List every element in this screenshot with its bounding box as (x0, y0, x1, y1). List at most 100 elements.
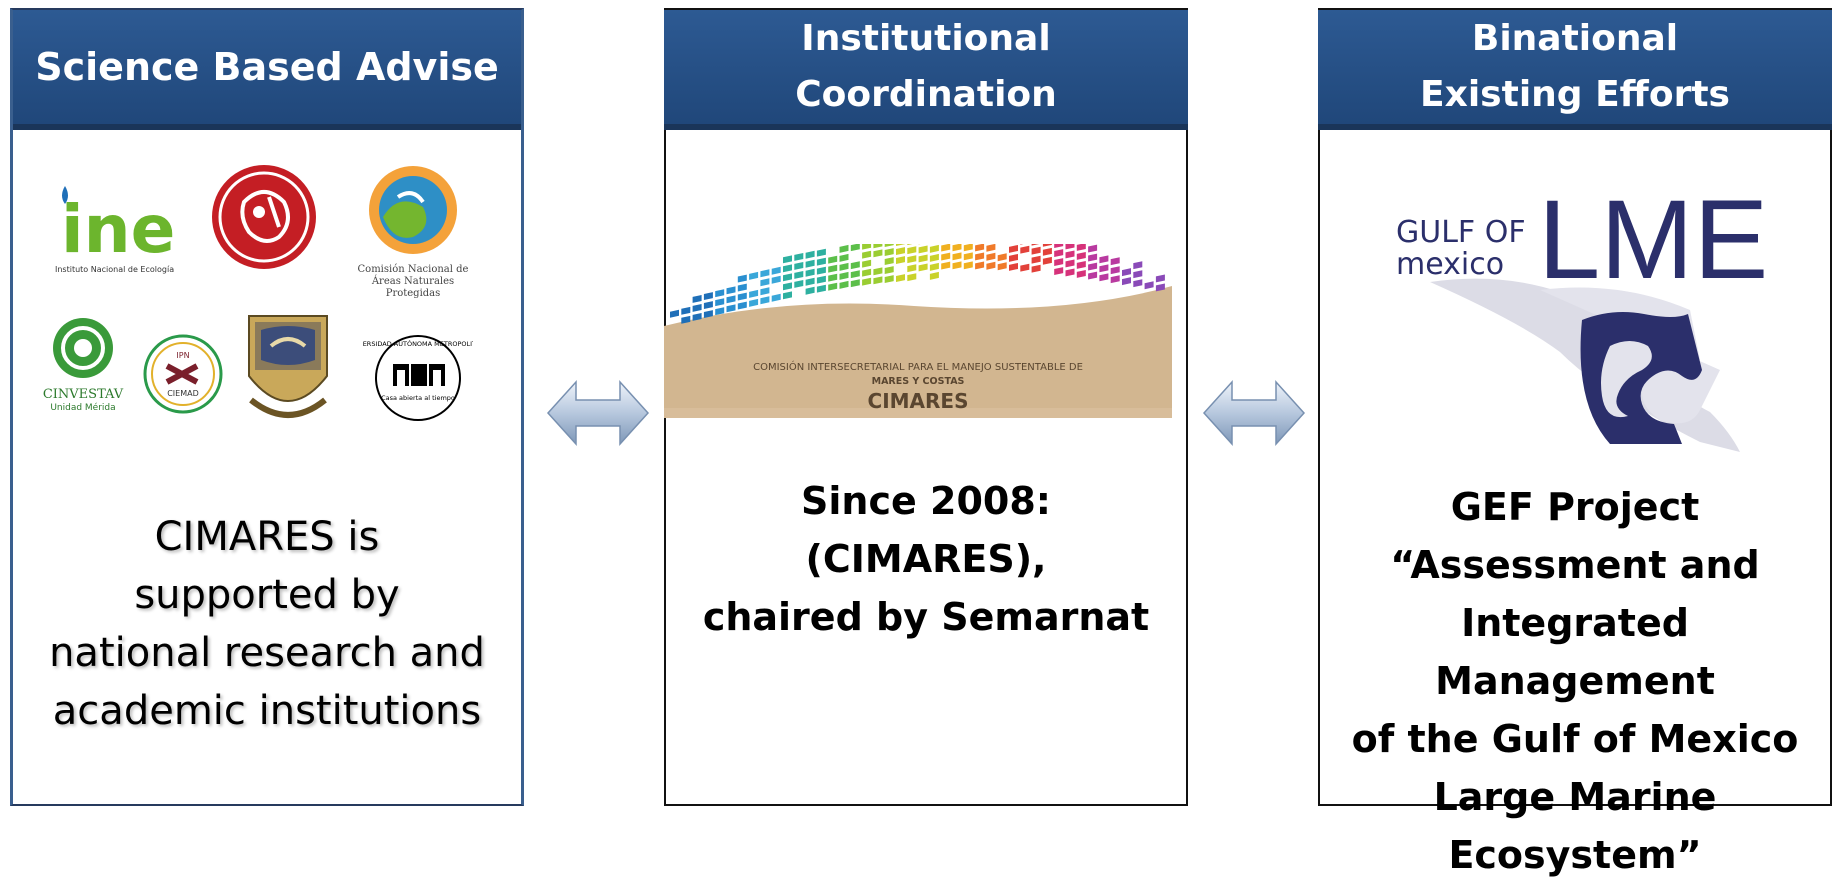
mosaic-tile (873, 249, 882, 257)
mosaic-tile (727, 295, 736, 303)
mosaic-tile (1032, 244, 1041, 246)
mosaic-tile (738, 293, 747, 301)
panel-header: Institutional Coordination (664, 10, 1188, 130)
mosaic-tile (1054, 258, 1063, 266)
mosaic-tile (1111, 266, 1120, 274)
panel-binational-existing-efforts: Binational Existing Efforts GULF OF mexi… (1318, 8, 1832, 806)
mosaic-tile (919, 263, 928, 271)
mosaic-tile (986, 262, 995, 270)
mosaic-tile (783, 282, 792, 290)
mosaic-tile (840, 272, 849, 280)
mosaic-tile (1088, 263, 1097, 271)
mosaic-tile (817, 285, 826, 293)
mosaic-tile (1066, 268, 1075, 276)
mosaic-tile (1054, 249, 1063, 257)
uam-logo: UNIVERSIDAD AUTÓNOMA METROPOLITANA Casa … (363, 326, 473, 426)
mosaic-tile (953, 244, 962, 251)
mosaic-tile (1054, 267, 1063, 275)
mosaic-tile (885, 266, 894, 274)
ine-logo: ine Instituto Nacional de Ecología (53, 178, 203, 278)
mosaic-tile (1020, 246, 1029, 254)
cinvestav-logo: CINVESTAV Unidad Mérida (35, 314, 131, 414)
panel-header: Science Based Advise (13, 10, 521, 130)
svg-text:Unidad Mérida: Unidad Mérida (50, 402, 115, 413)
svg-text:COMISIÓN INTERSECRETARIAL PARA: COMISIÓN INTERSECRETARIAL PARA EL MANEJO… (753, 360, 1083, 373)
mosaic-tile (1066, 259, 1075, 267)
mosaic-tile (1088, 254, 1097, 262)
mosaic-tile (817, 258, 826, 266)
mosaic-tile (964, 244, 973, 251)
mosaic-tile (715, 298, 724, 306)
mosaic-tile (783, 273, 792, 281)
mosaic-tile (851, 261, 860, 269)
mosaic-tile (772, 267, 781, 275)
mosaic-tile (1099, 273, 1108, 281)
mosaic-tile (885, 248, 894, 256)
mosaic-tile (1122, 268, 1131, 276)
mosaic-tile (896, 274, 905, 282)
mosaic-tile (998, 262, 1007, 270)
mosaic-tile (941, 244, 950, 251)
mosaic-tile (896, 256, 905, 264)
svg-text:CIMARES: CIMARES (868, 389, 969, 413)
mosaic-tile (907, 244, 916, 245)
mosaic-tile (817, 267, 826, 275)
conanp-mark-icon: Comisión Nacional de Áreas Naturales Pro… (343, 162, 483, 302)
mosaic-tile (851, 270, 860, 278)
svg-text:Instituto Nacional de Ecología: Instituto Nacional de Ecología (55, 265, 174, 274)
mosaic-tile (1133, 279, 1142, 287)
mosaic-tile (1111, 257, 1120, 265)
mosaic-tile (1020, 264, 1029, 272)
ipn-ciemad-logo: IPN CIEMAD (141, 332, 225, 416)
mosaic-tile (1077, 252, 1086, 260)
svg-text:UNIVERSIDAD AUTÓNOMA METROPOLI: UNIVERSIDAD AUTÓNOMA METROPOLITANA (363, 339, 473, 348)
mosaic-tile (1009, 254, 1018, 262)
mosaic-tile (772, 294, 781, 302)
mosaic-tile (930, 263, 939, 271)
mosaic-tile (964, 252, 973, 260)
mosaic-tile (873, 244, 882, 248)
mosaic-tile (896, 247, 905, 255)
svg-text:Comisión Nacional de: Comisión Nacional de (358, 264, 469, 275)
ine-mark-icon: ine Instituto Nacional de Ecología (53, 178, 203, 278)
svg-text:GULF OF: GULF OF (1396, 215, 1526, 250)
mosaic-tile (1077, 270, 1086, 278)
svg-text:IPN: IPN (176, 351, 189, 360)
mosaic-tile (760, 269, 769, 277)
mosaic-tile (930, 245, 939, 253)
mosaic-tile (840, 263, 849, 271)
panel-title: Science Based Advise (35, 39, 499, 95)
mosaic-tile (998, 253, 1007, 261)
mosaic-tile (760, 278, 769, 286)
mosaic-tile (919, 245, 928, 253)
mosaic-tile (727, 286, 736, 294)
unam-logo (241, 310, 335, 426)
mosaic-tile (907, 273, 916, 281)
svg-text:CINVESTAV: CINVESTAV (43, 387, 124, 402)
mosaic-tile (1077, 261, 1086, 269)
panel-header: Binational Existing Efforts (1318, 10, 1832, 130)
mosaic-tile (986, 253, 995, 261)
mosaic-tile (986, 244, 995, 252)
mosaic-tile (749, 299, 758, 307)
mosaic-tile (1054, 244, 1063, 248)
mosaic-tile (738, 302, 747, 310)
panel-science-based-advise: Science Based Advise ine Instituto Nacio… (10, 8, 524, 806)
svg-text:LME: LME (1538, 178, 1768, 302)
mosaic-tile (670, 310, 679, 318)
mosaic-tile (1099, 255, 1108, 263)
mosaic-tile (873, 267, 882, 275)
mosaic-tile (1009, 263, 1018, 271)
unam-shield-icon (241, 310, 335, 426)
mosaic-tile (862, 251, 871, 259)
mosaic-tile (1133, 261, 1142, 269)
mosaic-tile (693, 304, 702, 312)
mosaic-tile (738, 275, 747, 283)
mosaic-tile (783, 255, 792, 263)
mosaic-tile (907, 264, 916, 272)
mosaic-tile (862, 244, 871, 250)
mosaic-tile (715, 289, 724, 297)
mosaic-tile (885, 257, 894, 265)
mosaic-tile (1009, 245, 1018, 253)
mosaic-tile (975, 244, 984, 251)
